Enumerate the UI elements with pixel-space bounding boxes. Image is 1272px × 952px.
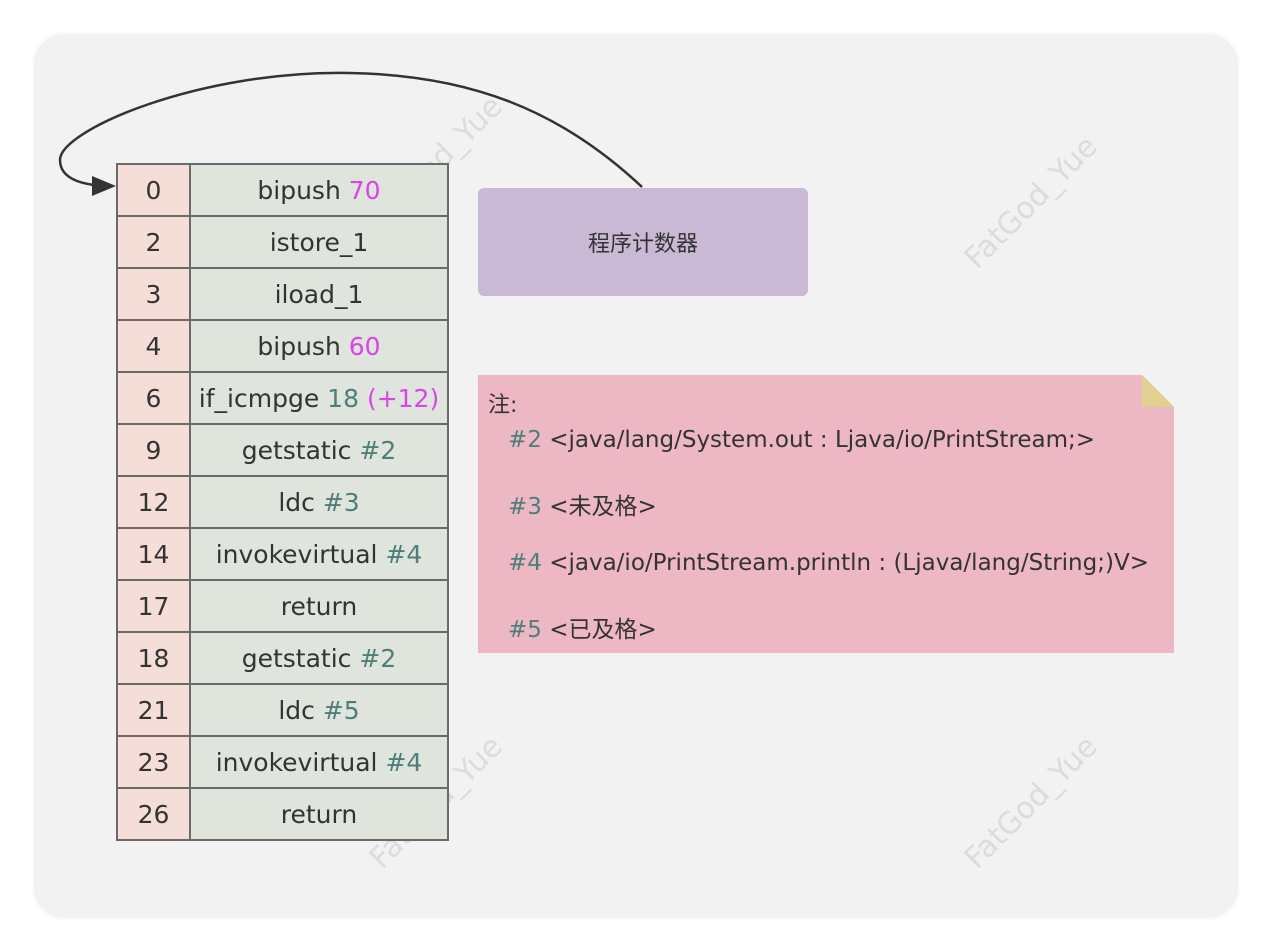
opcode: if_icmpge: [198, 383, 320, 413]
operand: 60: [348, 331, 381, 361]
opcode: invokevirtual: [215, 539, 378, 569]
instruction-cell: invokevirtual #4: [189, 527, 449, 581]
instruction-cell: istore_1: [189, 215, 449, 269]
instruction-index: 0: [116, 163, 191, 217]
instruction-index: 21: [116, 683, 191, 737]
constant-pool-entry: #3 <未及格>: [508, 487, 657, 521]
constant-pool-entry: #2 <java/lang/System.out : Ljava/io/Prin…: [508, 427, 1095, 453]
operand: #2: [359, 435, 397, 465]
opcode: getstatic: [241, 435, 352, 465]
instruction-row: 26 return: [116, 787, 449, 841]
instruction-index: 14: [116, 527, 191, 581]
entry-text: <已及格>: [549, 617, 657, 643]
entry-text: <java/io/PrintStream.println : (Ljava/la…: [549, 550, 1149, 576]
instruction-index: 9: [116, 423, 191, 477]
opcode: ldc: [278, 695, 315, 725]
instruction-cell: return: [189, 579, 449, 633]
entry-ref: #3: [508, 494, 542, 520]
constant-pool-entry: #4 <java/io/PrintStream.println : (Ljava…: [508, 550, 1149, 576]
instruction-cell: bipush 70: [189, 163, 449, 217]
entry-text: <java/lang/System.out : Ljava/io/PrintSt…: [549, 427, 1096, 453]
instruction-cell: invokevirtual #4: [189, 735, 449, 789]
instruction-cell: if_icmpge 18 (+12): [189, 371, 449, 425]
branch-offset: (+12): [366, 383, 440, 413]
instruction-index: 12: [116, 475, 191, 529]
opcode: return: [280, 799, 358, 829]
constant-pool-note: 注: #2 <java/lang/System.out : Ljava/io/P…: [478, 375, 1174, 653]
operand: #3: [322, 487, 360, 517]
arrow-head-icon: [92, 176, 116, 196]
note-fold-corner: [1142, 375, 1174, 407]
entry-text: <未及格>: [549, 494, 657, 520]
instruction-cell: ldc #5: [189, 683, 449, 737]
instruction-row: 3 iload_1: [116, 267, 449, 321]
instruction-cell: getstatic #2: [189, 423, 449, 477]
operand: #2: [359, 643, 397, 673]
note-title: 注:: [488, 393, 518, 418]
opcode: invokevirtual: [215, 747, 378, 777]
instruction-cell: return: [189, 787, 449, 841]
instruction-index: 2: [116, 215, 191, 269]
operand: #4: [385, 539, 423, 569]
instruction-index: 26: [116, 787, 191, 841]
entry-ref: #2: [508, 427, 542, 453]
instruction-row: 2 istore_1: [116, 215, 449, 269]
opcode: istore_1: [269, 227, 369, 257]
instruction-index: 4: [116, 319, 191, 373]
program-counter-label: 程序计数器: [587, 232, 698, 257]
entry-ref: #4: [508, 550, 542, 576]
instruction-index: 17: [116, 579, 191, 633]
instruction-index: 3: [116, 267, 191, 321]
opcode: bipush: [257, 331, 341, 361]
instruction-cell: ldc #3: [189, 475, 449, 529]
program-counter-box: 程序计数器: [478, 188, 808, 296]
opcode: ldc: [278, 487, 315, 517]
opcode: bipush: [257, 175, 341, 205]
instruction-index: 6: [116, 371, 191, 425]
constant-pool-entry: #5 <已及格>: [508, 610, 657, 644]
pc-arrow-line: [58, 71, 643, 188]
instruction-index: 18: [116, 631, 191, 685]
instruction-row: 17 return: [116, 579, 449, 633]
opcode: iload_1: [274, 279, 364, 309]
instruction-index: 23: [116, 735, 191, 789]
operand: 70: [348, 175, 381, 205]
instruction-cell: iload_1: [189, 267, 449, 321]
opcode: return: [280, 591, 358, 621]
instruction-cell: bipush 60: [189, 319, 449, 373]
instruction-cell: getstatic #2: [189, 631, 449, 685]
operand: #4: [385, 747, 423, 777]
entry-ref: #5: [508, 617, 542, 643]
operand: #5: [322, 695, 360, 725]
operand: 18: [327, 383, 359, 413]
opcode: getstatic: [241, 643, 352, 673]
